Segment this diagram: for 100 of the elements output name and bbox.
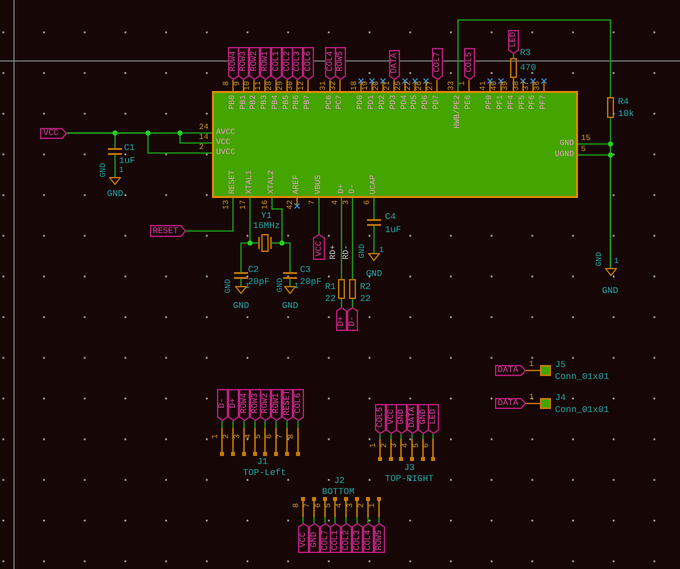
net-label-tag xyxy=(352,523,362,553)
wire xyxy=(275,80,277,91)
pin-name: PF4 xyxy=(508,95,516,110)
net-label-text: COL2 xyxy=(342,530,350,550)
net-label-text: COL6 xyxy=(304,51,312,72)
pin-number: 4 xyxy=(332,200,340,205)
net-label-tag xyxy=(508,30,519,54)
wire xyxy=(373,226,375,253)
net-label-tag xyxy=(238,389,250,421)
pin-number: 17 xyxy=(240,200,248,210)
pin-name: PD4 xyxy=(401,95,409,110)
net-label-text: COL7 xyxy=(320,530,330,550)
pin-name: GND xyxy=(100,163,108,178)
pin-number: 19 xyxy=(362,81,370,91)
pin-name: PD6 xyxy=(422,95,430,110)
pin-name: PB1 xyxy=(240,95,248,110)
pin-number: 1 xyxy=(212,434,220,439)
net-label-text: D- xyxy=(348,316,357,326)
pin-name: PB2 xyxy=(250,95,258,110)
pin-number: 1 xyxy=(529,394,534,402)
net-label-tag xyxy=(260,47,270,80)
reference-designator: R1 xyxy=(325,283,336,292)
component-value: 20pF xyxy=(248,278,270,287)
pin-name: AVCC xyxy=(216,129,236,137)
pin-number: 38 xyxy=(513,81,521,91)
net-label-tag xyxy=(216,389,228,421)
net-label-tag xyxy=(324,47,336,80)
pin-name: PF7 xyxy=(540,95,548,110)
pin-number: 12 xyxy=(298,81,306,91)
pin-number: 1 xyxy=(459,81,467,86)
reference-designator: Y1 xyxy=(261,212,272,221)
component-value: BOTTOM xyxy=(322,488,354,497)
pin-name: PD7 xyxy=(433,95,441,110)
net-label-text: COL3 xyxy=(352,530,362,550)
pin-name: PF0 xyxy=(486,95,494,110)
net-label-text: COL5 xyxy=(376,406,384,428)
component-value: Conn_01x01 xyxy=(555,406,610,415)
pin-name: PE6 xyxy=(465,95,473,110)
net-label-text: ROW5 xyxy=(374,530,384,550)
net-label-tag xyxy=(432,48,442,80)
net-label-tag xyxy=(495,365,526,376)
wire xyxy=(318,198,320,234)
reference-designator: R4 xyxy=(618,98,629,107)
pin-number: 42 xyxy=(287,200,295,210)
pin-number: 2 xyxy=(358,503,366,508)
pin-number: 24 xyxy=(199,124,209,132)
pin-number: 30 xyxy=(287,81,295,91)
reference-designator: R2 xyxy=(360,283,371,292)
wire xyxy=(264,80,266,91)
net-label-tag xyxy=(260,389,270,421)
pin-number: 27 xyxy=(427,81,435,91)
net-label-tag xyxy=(270,47,282,80)
component-value: 20pF xyxy=(300,278,322,287)
pin-name: AREF xyxy=(293,174,301,194)
pin-number: 2 xyxy=(223,434,231,439)
net-label-text: LED xyxy=(509,32,518,48)
wire xyxy=(272,242,291,272)
pin-name: VBUS xyxy=(315,174,323,194)
wire xyxy=(232,80,234,91)
reference-designator: J1 xyxy=(257,458,268,467)
pin-name: PB0 xyxy=(229,95,237,110)
pin-name: GND xyxy=(596,252,604,266)
net-label-tag xyxy=(40,128,67,138)
pin-name: XTAL1 xyxy=(246,170,254,194)
pin-name: PD2 xyxy=(379,95,387,110)
microcontroller-symbol xyxy=(212,91,578,198)
pin-number: 5 xyxy=(325,503,333,508)
pin-number: 3 xyxy=(342,200,350,205)
wire xyxy=(436,80,438,91)
net-label-text: LED xyxy=(428,409,438,425)
pin-number: 8 xyxy=(293,503,301,508)
reference-designator: J4 xyxy=(555,394,566,403)
net-label-tag xyxy=(248,47,260,80)
net-label-tag xyxy=(228,389,238,421)
net-label-text: ROW3 xyxy=(250,392,260,414)
net-label-text: ROW5 xyxy=(336,51,344,72)
pin-name: PD3 xyxy=(390,95,398,110)
pin-number: 6 xyxy=(423,443,431,448)
component-value: TOP-RIGHT xyxy=(385,475,434,484)
pin-name: PF6 xyxy=(529,95,537,110)
pin-number: 33 xyxy=(448,81,456,91)
net-label-text: COL6 xyxy=(294,392,302,414)
pin-number: 5 xyxy=(581,146,586,154)
pin-number: 3 xyxy=(234,434,242,439)
net-label-text: VCC xyxy=(314,241,324,257)
power-net-name: GND xyxy=(233,302,250,311)
net-label-tag xyxy=(292,389,304,421)
net-label-text: ROW2 xyxy=(250,51,258,72)
net-label-tag xyxy=(428,404,438,434)
pin-number: 40 xyxy=(491,81,499,91)
net-label-text: VCC xyxy=(43,128,59,138)
net-label-text: ROW2 xyxy=(260,392,270,414)
net-label-text: VCC xyxy=(298,532,308,548)
pin-name: PF1 xyxy=(497,95,505,110)
wire xyxy=(526,402,540,404)
net-label-text: ROW3 xyxy=(239,51,248,72)
wire xyxy=(240,242,258,272)
pin-number: 1 xyxy=(379,247,384,255)
reference-designator: J3 xyxy=(404,464,415,473)
pin-name: RESET xyxy=(229,170,237,194)
